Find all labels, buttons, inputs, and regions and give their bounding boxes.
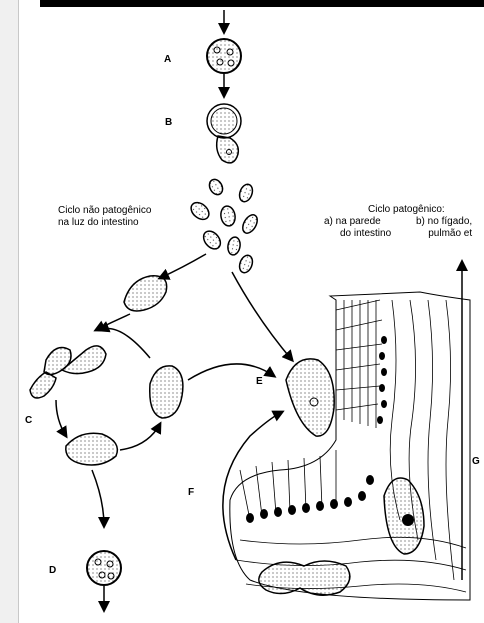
label-C: C bbox=[25, 415, 33, 426]
arrow-to-D bbox=[91, 469, 110, 529]
invasive-trophozoite-E bbox=[285, 358, 335, 437]
non-pathogenic-line1: Ciclo não patogênico bbox=[58, 205, 152, 216]
label-B: B bbox=[165, 117, 173, 128]
left-margin-bar bbox=[0, 0, 19, 623]
non-pathogenic-line2: na luz do intestino bbox=[58, 217, 139, 228]
pathogenic-a: a) na parede do intestino bbox=[324, 216, 391, 240]
arrow-cycle-top bbox=[97, 321, 151, 359]
dividing-trophozoite bbox=[29, 345, 107, 399]
label-D: D bbox=[49, 565, 57, 576]
arrow-to-lumen-cycle bbox=[157, 253, 207, 280]
non-pathogenic-cycle-note: Ciclo não patogênico na luz do intestino bbox=[58, 205, 151, 229]
metacystic-trophozoites bbox=[190, 178, 258, 274]
trophozoite-lumen-top bbox=[123, 275, 168, 312]
cyst-A bbox=[206, 38, 242, 74]
tissue-trophozoite-vacuole bbox=[402, 514, 414, 526]
arrow-cycle-left bbox=[55, 399, 68, 439]
pathogenic-b-line2: pulmão et bbox=[428, 228, 473, 239]
pathogenic-a-line1: a) na parede bbox=[324, 216, 381, 227]
label-E: E bbox=[256, 376, 263, 387]
arrow-to-division bbox=[93, 313, 131, 332]
trophozoite-lumen-right bbox=[149, 365, 184, 419]
arrow-to-wall bbox=[187, 363, 277, 381]
arrow-cycle-bottom bbox=[119, 421, 162, 451]
arrow-to-E bbox=[231, 271, 294, 363]
pathogenic-b: b) no fígado, pulmão et bbox=[416, 216, 472, 240]
cyst-D bbox=[86, 550, 122, 586]
tissue-dividing-trophozoite bbox=[258, 560, 351, 596]
pathogenic-b-line1: b) no fígado, bbox=[416, 216, 473, 227]
pathogenic-a-line2: do intestino bbox=[340, 228, 392, 239]
top-border-bar bbox=[40, 0, 484, 7]
trophozoite-E-nucleus bbox=[309, 397, 319, 407]
arrow-F bbox=[222, 410, 285, 561]
excystation-B bbox=[206, 103, 242, 164]
pathogenic-cycle-title: Ciclo patogênico: bbox=[368, 204, 445, 215]
label-F: F bbox=[188, 487, 195, 498]
label-A: A bbox=[164, 54, 172, 65]
label-G: G bbox=[472, 456, 480, 467]
trophozoite-lumen-bottom bbox=[65, 432, 119, 466]
intestinal-wall bbox=[229, 291, 471, 601]
